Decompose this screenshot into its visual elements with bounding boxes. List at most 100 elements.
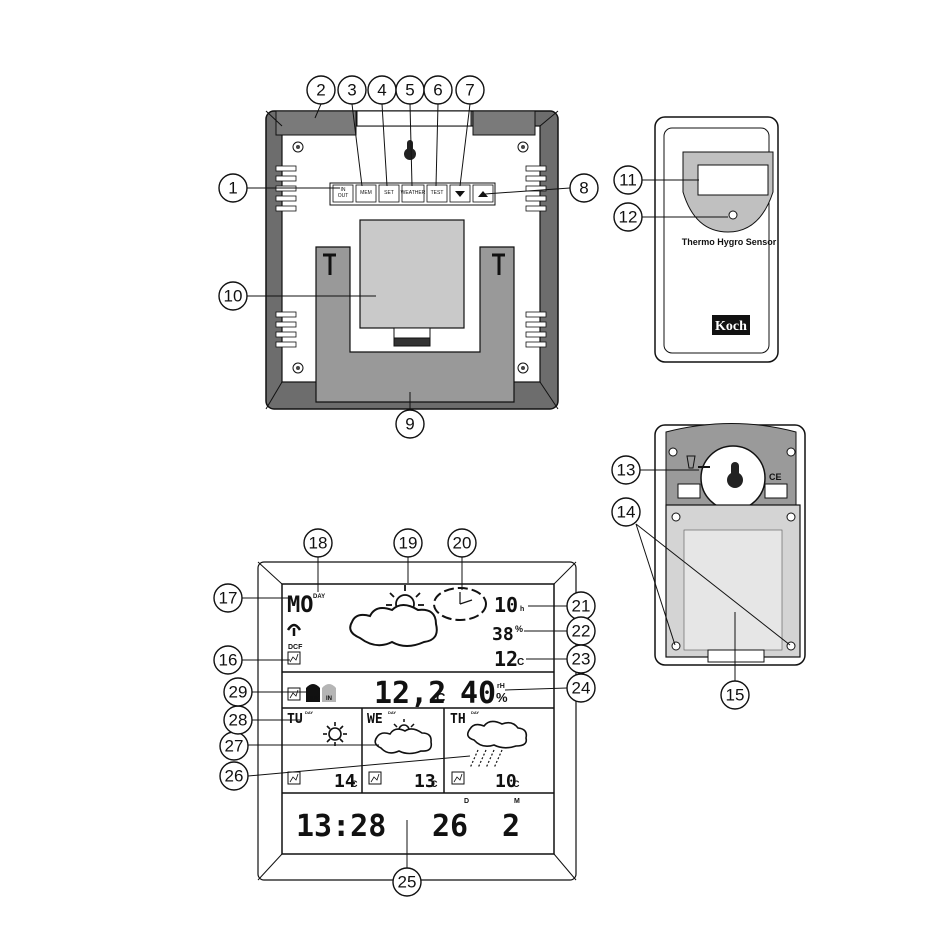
callout-2: 2 — [307, 76, 335, 104]
svg-text:29: 29 — [229, 683, 248, 702]
callout-14: 14 — [612, 498, 640, 526]
callout-15: 15 — [721, 681, 749, 709]
callout-16: 16 — [214, 646, 242, 674]
forecast-day-label: WE — [367, 712, 383, 727]
svg-text:9: 9 — [405, 415, 414, 434]
callout-6: 6 — [424, 76, 452, 104]
svg-text:19: 19 — [399, 534, 418, 553]
svg-text:3: 3 — [347, 81, 356, 100]
svg-text:13: 13 — [617, 461, 636, 480]
in-out-button-label-bottom: OUT — [338, 193, 349, 199]
lcd-main-temp-unit: C — [436, 690, 446, 705]
callout-23: 23 — [567, 645, 595, 673]
svg-text:2: 2 — [316, 81, 325, 100]
lcd-time: 13:28 — [296, 809, 386, 844]
callout-18: 18 — [304, 529, 332, 557]
dcf-label: DCF — [288, 644, 303, 651]
lcd-rh: 40 — [460, 676, 496, 711]
test-button-label: TEST — [431, 190, 444, 196]
in-label: IN — [326, 696, 332, 702]
lcd-small-temp-unit: C — [517, 657, 524, 668]
callout-12: 12 — [614, 203, 642, 231]
callout-13: 13 — [612, 456, 640, 484]
lcd-date-tag: D — [464, 798, 469, 805]
forecast-day-suffix: DAY — [388, 710, 396, 715]
svg-text:8: 8 — [579, 179, 588, 198]
out-label: OUT — [307, 696, 319, 702]
lcd-small-temp: 12 — [494, 647, 518, 671]
forecast-temp-unit: C — [351, 779, 358, 789]
forecast-temp-unit: C — [513, 779, 520, 789]
lcd-date: 26 — [432, 809, 468, 844]
svg-text:5: 5 — [405, 81, 414, 100]
lcd-month: 2 — [502, 809, 520, 844]
forecast-day-label: TH — [450, 712, 466, 727]
lcd-rh-unit-bottom: % — [496, 690, 508, 705]
mem-button-label: MEM — [360, 190, 372, 196]
sensor-brand-logo: Koch — [715, 319, 747, 334]
svg-text:28: 28 — [229, 711, 248, 730]
svg-text:20: 20 — [453, 534, 472, 553]
svg-text:24: 24 — [572, 679, 591, 698]
callout-27: 27 — [220, 732, 248, 760]
callout-21: 21 — [567, 592, 595, 620]
weather-button-label: WEATHER — [401, 190, 426, 196]
svg-text:27: 27 — [225, 737, 244, 756]
svg-text:16: 16 — [219, 651, 238, 670]
sensor-label: Thermo Hygro Sensor — [682, 237, 777, 247]
callout-26: 26 — [220, 762, 248, 790]
callout-8: 8 — [570, 174, 598, 202]
forecast-temp-unit: C — [431, 779, 438, 789]
svg-text:12: 12 — [619, 208, 638, 227]
svg-text:7: 7 — [465, 81, 474, 100]
callout-29: 29 — [224, 678, 252, 706]
svg-text:6: 6 — [433, 81, 442, 100]
svg-text:23: 23 — [572, 650, 591, 669]
callout-20: 20 — [448, 529, 476, 557]
lcd-outdoor-humidity-unit: % — [515, 624, 523, 634]
svg-text:22: 22 — [572, 622, 591, 641]
svg-text:26: 26 — [225, 767, 244, 786]
callout-1: 1 — [219, 174, 247, 202]
lcd-month-tag: M — [514, 798, 520, 805]
forecast-day-suffix: DAY — [305, 710, 313, 715]
forecast-day-suffix: DAY — [471, 710, 479, 715]
base-station-back: IN OUT MEM SET WEATHER TEST — [266, 111, 558, 409]
callout-4: 4 — [368, 76, 396, 104]
lcd-outdoor-humidity: 38 — [492, 624, 514, 645]
lcd-day: MO — [287, 593, 314, 618]
ce-mark: CE — [769, 472, 782, 482]
svg-text:4: 4 — [377, 81, 386, 100]
callout-24: 24 — [567, 674, 595, 702]
sensor-front: Thermo Hygro Sensor Koch — [655, 117, 778, 362]
callout-17: 17 — [214, 584, 242, 612]
svg-text:18: 18 — [309, 534, 328, 553]
callout-3: 3 — [338, 76, 366, 104]
lcd-day-suffix: DAY — [313, 594, 325, 600]
svg-text:14: 14 — [617, 503, 636, 522]
svg-text:10: 10 — [224, 287, 243, 306]
lcd-display: MO DAY DCF 10 h 38 % 12 C — [258, 562, 576, 880]
callout-10: 10 — [219, 282, 247, 310]
svg-text:21: 21 — [572, 597, 591, 616]
callout-11: 11 — [614, 166, 642, 194]
lcd-hours-unit: h — [520, 606, 524, 613]
callout-25: 25 — [393, 868, 421, 896]
svg-text:1: 1 — [228, 179, 237, 198]
svg-text:17: 17 — [219, 589, 238, 608]
lcd-hours: 10 — [494, 593, 518, 617]
set-button-label: SET — [384, 190, 394, 196]
svg-text:15: 15 — [726, 686, 745, 705]
callout-7: 7 — [456, 76, 484, 104]
button-strip: IN OUT MEM SET WEATHER TEST — [330, 183, 495, 205]
battery-cover — [360, 220, 464, 328]
lcd-rh-unit-top: rH — [497, 683, 505, 690]
callout-22: 22 — [567, 617, 595, 645]
svg-text:25: 25 — [398, 873, 417, 892]
sensor-back: CE — [655, 424, 805, 666]
callout-28: 28 — [224, 706, 252, 734]
compass-icon — [434, 588, 486, 620]
callout-9: 9 — [396, 410, 424, 438]
